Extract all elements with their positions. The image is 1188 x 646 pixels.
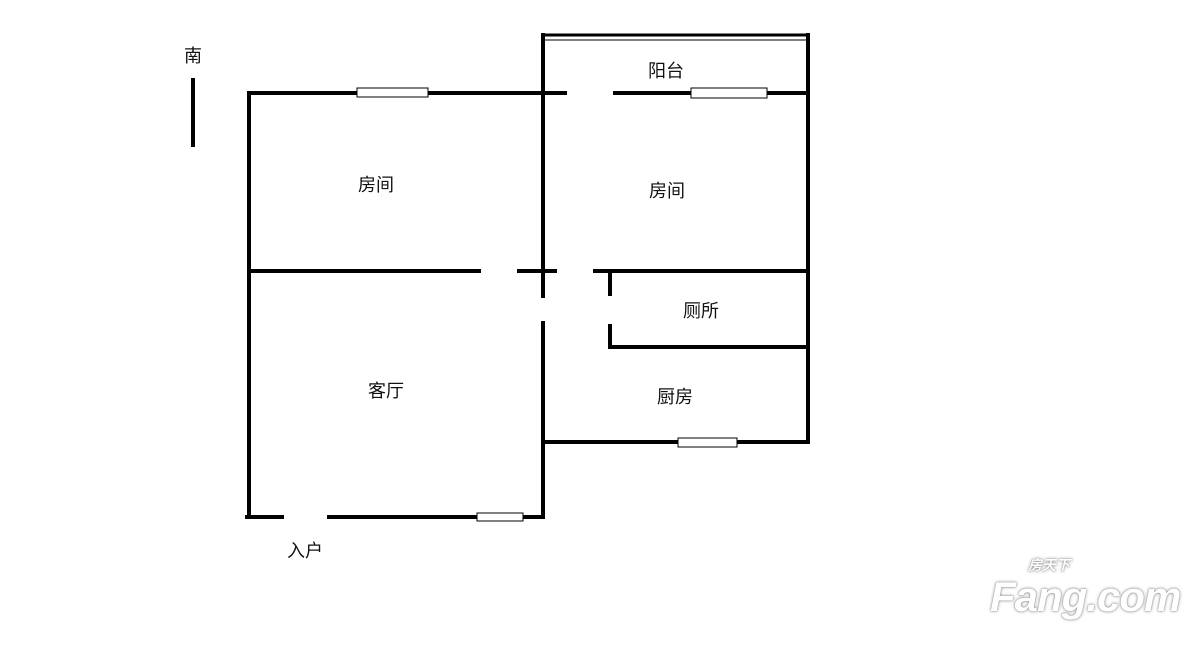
room-label-kitchen: 厨房: [657, 387, 693, 408]
window-bottom: [476, 512, 524, 522]
fang-watermark-logo: 房天下 Fang.com: [990, 556, 1181, 620]
room-label-toilet: 厕所: [683, 301, 719, 322]
balcony-rail: [543, 33, 808, 41]
room-label-bedroom-right: 房间: [649, 181, 685, 202]
window-top-left: [356, 87, 429, 98]
compass-label: 南: [184, 46, 202, 67]
room-label-entrance: 入户: [287, 541, 323, 562]
watermark-cn: 房天下: [1028, 557, 1070, 573]
room-label-balcony: 阳台: [648, 61, 684, 82]
room-label-living-room: 客厅: [368, 381, 404, 402]
watermark-en: Fang.com: [990, 573, 1181, 620]
window-top-right: [690, 87, 768, 99]
window-kitchen: [677, 437, 738, 448]
room-label-bedroom-left: 房间: [358, 175, 394, 196]
